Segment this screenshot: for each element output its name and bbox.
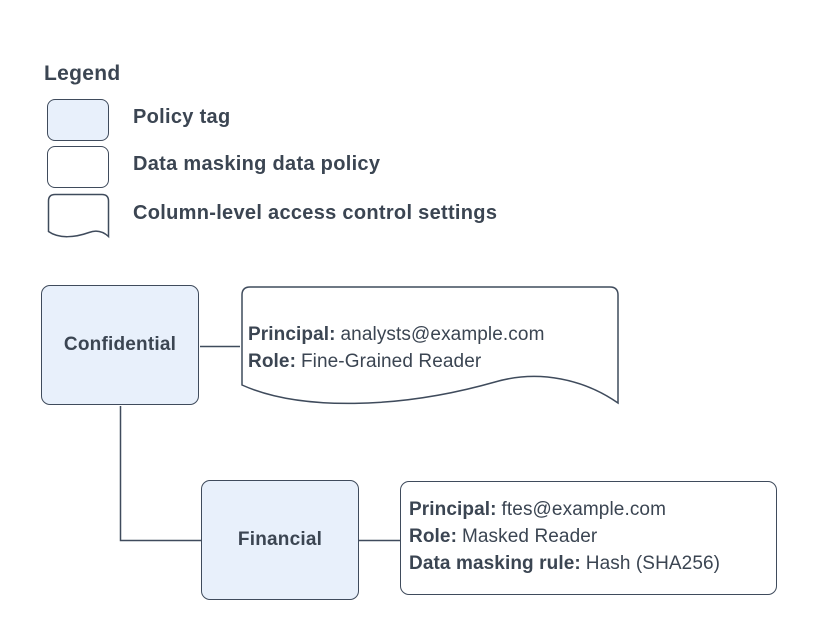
legend-title: Legend xyxy=(44,62,121,85)
field-value: Fine-Grained Reader xyxy=(300,351,482,372)
field-value: Masked Reader xyxy=(461,525,598,547)
note-line: Role:Masked Reader xyxy=(409,523,776,550)
field-name: Principal: xyxy=(248,324,336,345)
policy-tag-swatch-icon xyxy=(47,99,109,141)
note-line: Role:Fine-Grained Reader xyxy=(248,348,545,375)
policy-tag-confidential: Confidential xyxy=(41,285,199,405)
masking-policy-note: Principal:ftes@example.com Role:Masked R… xyxy=(400,481,777,595)
policy-tag-confidential-label: Confidential xyxy=(63,334,177,355)
field-name: Role: xyxy=(409,525,457,547)
field-value: ftes@example.com xyxy=(501,498,667,520)
policy-tag-financial: Financial xyxy=(201,480,359,600)
legend-item-policy-tag: Policy tag xyxy=(133,106,231,128)
field-name: Role: xyxy=(248,351,296,372)
connector-confidential-to-financial xyxy=(119,406,201,542)
field-name: Principal: xyxy=(409,498,497,520)
note-line: Data masking rule:Hash (SHA256) xyxy=(409,550,776,577)
legend-item-data-masking-policy: Data masking data policy xyxy=(133,153,381,175)
data-policy-swatch-icon xyxy=(47,146,109,188)
note-line: Principal:analysts@example.com xyxy=(248,321,545,348)
note-line: Principal:ftes@example.com xyxy=(409,496,776,523)
field-value: analysts@example.com xyxy=(340,324,545,345)
document-swatch-icon xyxy=(47,193,110,239)
policy-tag-financial-label: Financial xyxy=(237,529,323,550)
field-value: Hash (SHA256) xyxy=(585,552,721,574)
column-access-note-text: Principal:analysts@example.com Role:Fine… xyxy=(248,321,545,375)
legend-item-column-access-settings: Column-level access control settings xyxy=(133,202,498,224)
column-access-note-shape xyxy=(241,286,619,405)
field-name: Data masking rule: xyxy=(409,552,581,574)
